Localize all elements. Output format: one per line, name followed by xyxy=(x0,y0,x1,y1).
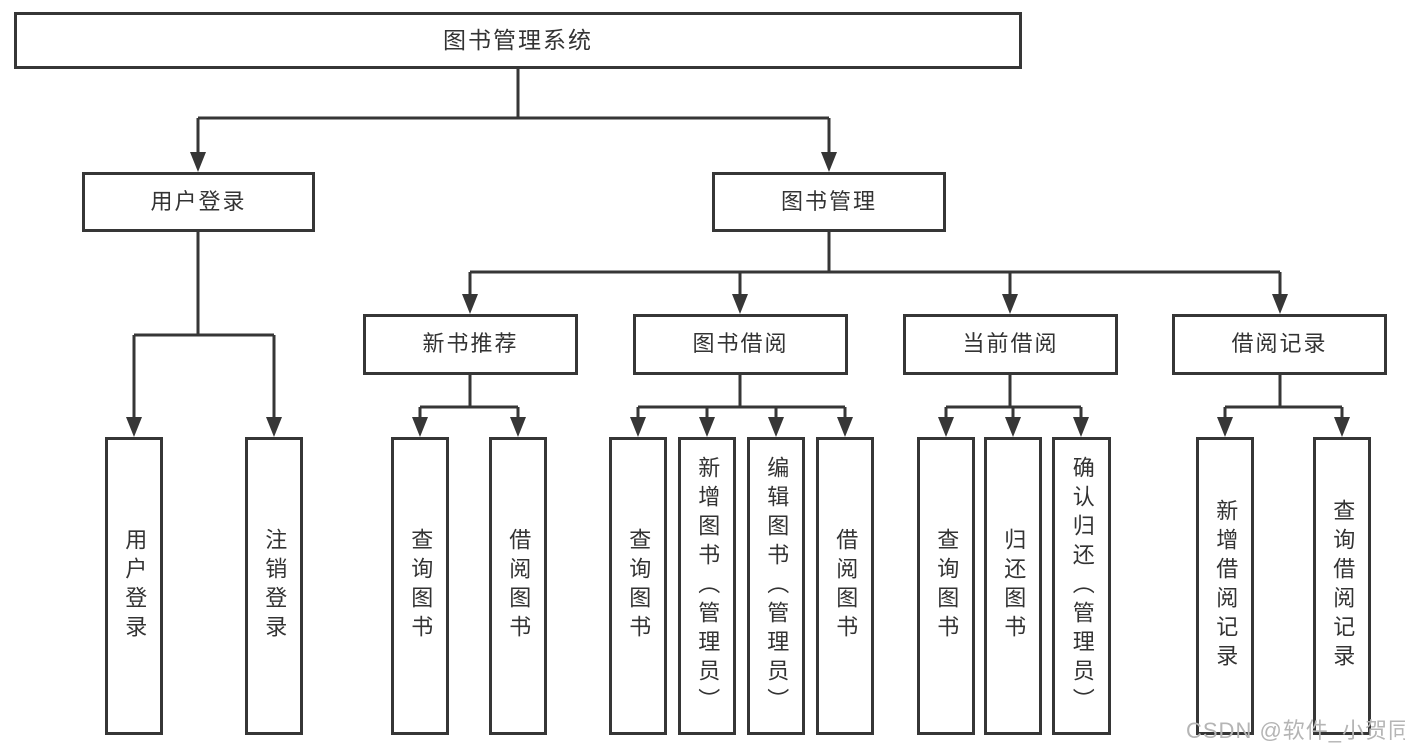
node-new-book-recommend: 新书推荐 xyxy=(363,314,578,375)
arrowheads xyxy=(126,152,1350,437)
leaf-query-books-current: 查询图书 xyxy=(917,437,975,735)
edge-newbook-to-leaves xyxy=(418,375,520,419)
leaf-add-borrow-record: 新增借阅记录 xyxy=(1196,437,1254,735)
leaf-borrow-books: 借阅图书 xyxy=(816,437,874,735)
edge-bookmgmt-to-level2 xyxy=(468,232,1282,296)
leaf-query-books-recommend: 查询图书 xyxy=(391,437,449,735)
leaf-borrow-books-recommend: 借阅图书 xyxy=(489,437,547,735)
leaf-user-login: 用户登录 xyxy=(105,437,163,735)
leaf-add-book-admin: 新增图书（管理员） xyxy=(678,437,736,735)
leaf-logout: 注销登录 xyxy=(245,437,303,735)
edge-root-to-level1 xyxy=(196,69,831,154)
node-user-login: 用户登录 xyxy=(82,172,315,232)
edge-current-to-leaves xyxy=(944,375,1083,419)
node-book-borrow: 图书借阅 xyxy=(633,314,848,375)
node-borrow-records: 借阅记录 xyxy=(1172,314,1387,375)
leaf-query-borrow-record: 查询借阅记录 xyxy=(1313,437,1371,735)
node-current-borrow: 当前借阅 xyxy=(903,314,1118,375)
node-book-management: 图书管理 xyxy=(712,172,946,232)
leaf-confirm-return-admin: 确认归还（管理员） xyxy=(1052,437,1111,735)
edge-borrow-to-leaves xyxy=(636,375,847,419)
leaf-return-book: 归还图书 xyxy=(984,437,1042,735)
leaf-query-books-borrow: 查询图书 xyxy=(609,437,667,735)
edge-records-to-leaves xyxy=(1223,375,1344,419)
node-root-library-system: 图书管理系统 xyxy=(14,12,1022,69)
leaf-edit-book-admin: 编辑图书（管理员） xyxy=(747,437,805,735)
csdn-watermark: CSDN @软件_小贺同学 xyxy=(1186,718,1405,743)
edge-userlogin-to-leaves xyxy=(132,232,276,419)
